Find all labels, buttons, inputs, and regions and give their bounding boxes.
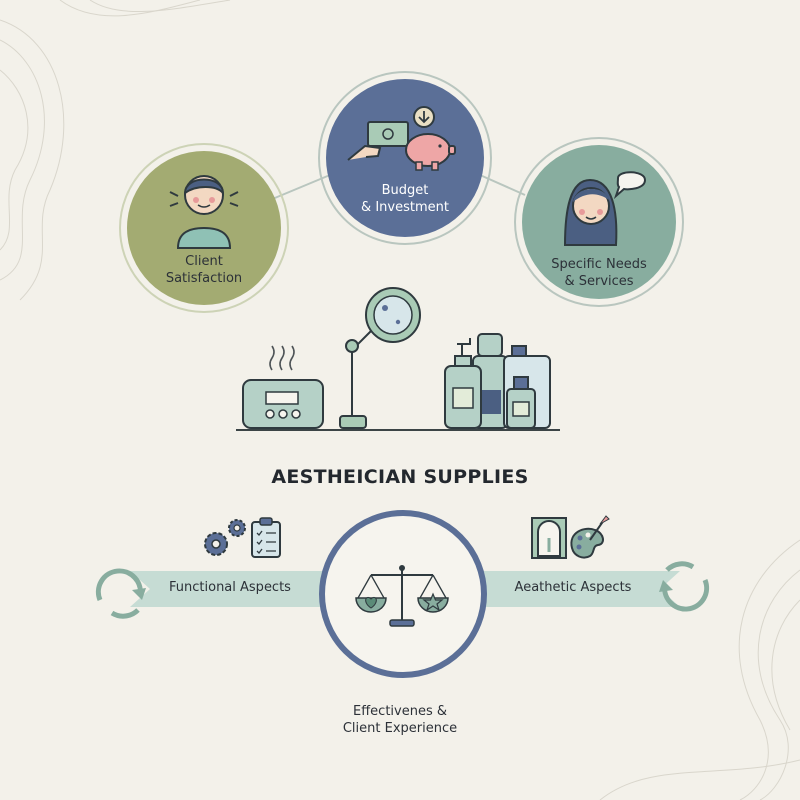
connector-right xyxy=(479,174,526,196)
budget-investment-label: Budget & Investment xyxy=(345,182,465,216)
palette-icon xyxy=(570,515,610,559)
woman-speech-icon xyxy=(563,171,647,246)
balance-scale-icon xyxy=(355,565,449,627)
functional-aspects-label: Functional Aspects xyxy=(169,580,291,595)
client-satisfaction-node xyxy=(119,143,289,313)
aspect-band xyxy=(130,571,680,607)
specific-needs-line-1: Specific Needs xyxy=(551,257,647,272)
cycle-arrow-icon-left xyxy=(95,568,146,619)
specific-needs-label: Specific Needs & Services xyxy=(529,256,669,290)
client-satisfaction-line-1: Client xyxy=(185,254,223,269)
budget-line-2: & Investment xyxy=(361,200,449,215)
specific-needs-line-2: & Services xyxy=(564,274,634,289)
center-caption-line-2: Client Experience xyxy=(342,721,458,736)
person-icon xyxy=(169,175,239,249)
cycle-arrow-icon-right xyxy=(659,561,710,612)
center-balance-node xyxy=(319,510,487,678)
mirror-icon xyxy=(531,517,567,559)
budget-line-1: Budget xyxy=(381,183,429,198)
money-hand-icon xyxy=(347,121,409,161)
budget-investment-node xyxy=(318,71,492,245)
supplies-illustration xyxy=(236,287,560,431)
checklist-icon xyxy=(251,517,281,558)
aesthetic-aspects-label: Aeathetic Aspects xyxy=(514,580,632,595)
client-satisfaction-line-2: Satisfaction xyxy=(165,271,243,286)
center-caption-line-1: Effectivenes & xyxy=(353,704,447,719)
connector-left xyxy=(269,174,331,201)
magnifier-lamp-icon xyxy=(339,287,421,429)
bottles-icon xyxy=(444,333,551,429)
specific-needs-node xyxy=(514,137,684,307)
center-caption: Effectivenes & Client Experience xyxy=(320,703,480,737)
client-satisfaction-label: Client Satisfaction xyxy=(144,253,264,287)
page-title: AESTHEICIAN SUPPLIES xyxy=(271,466,529,488)
piggy-bank-icon xyxy=(405,106,456,171)
gears-icon xyxy=(204,519,246,556)
steamer-icon xyxy=(242,345,324,429)
